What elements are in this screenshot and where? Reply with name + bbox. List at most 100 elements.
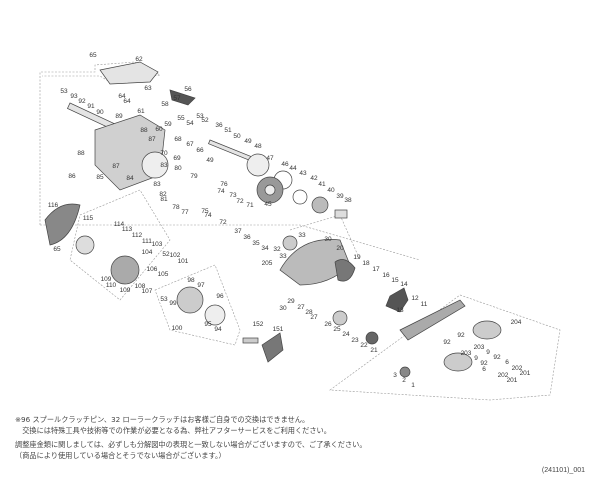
part-number-label: 51: [224, 127, 232, 134]
clutch-lever: [169, 89, 196, 106]
part-number-label: 94: [214, 326, 222, 333]
part-number-label: 83: [160, 162, 168, 169]
part-number-label: 43: [299, 170, 307, 177]
part-number-label: 38: [344, 197, 352, 204]
part-number-label: 21: [370, 347, 378, 354]
side-plate-group-outline: [69, 189, 171, 301]
note-line-4: （商品により使用している場合とそうでない場合がございます。）: [15, 451, 226, 460]
part-number-label: 203: [474, 344, 485, 351]
part-number-label: 93: [70, 93, 78, 100]
part-number-label: 24: [342, 331, 350, 338]
handle-knob-upper: [472, 320, 502, 340]
part-number-label: 81: [160, 196, 168, 203]
part-number-label: 80: [174, 165, 182, 172]
part-number-label: 107: [142, 288, 153, 295]
part-number-label: 201: [507, 377, 518, 384]
part-number-label: 23: [351, 337, 359, 344]
part-number-label: 96: [216, 293, 224, 300]
part-number-label: 9: [474, 355, 478, 362]
washer-41: [292, 189, 308, 205]
part-number-label: 82: [159, 191, 167, 198]
part-number-label: 112: [132, 232, 143, 239]
part-number-label: 108: [135, 283, 146, 290]
part-number-label: 63: [144, 85, 152, 92]
part-number-label: 40: [327, 187, 335, 194]
part-number-label: 104: [142, 249, 153, 256]
part-number-label: 203: [461, 350, 472, 357]
footnotes: ※96 スプールクラッチピン、32 ローラークラッチはお客様ご自身での交換はでき…: [15, 414, 367, 461]
part-number-label: 105: [158, 271, 169, 278]
part-number-label: 202: [512, 365, 523, 372]
part-number-label: 111: [142, 238, 152, 245]
part-number-label: 6: [482, 366, 486, 373]
side-cover-116: [44, 203, 81, 246]
part-number-label: 48: [254, 143, 262, 150]
part-number-label: 98: [187, 277, 195, 284]
note-line-3: 調整座金類に関しましては、必ずしも分解図中の表現と一致しない場合がございますので…: [15, 440, 367, 449]
part-number-label: 71: [246, 202, 254, 209]
part-number-label: 17: [372, 266, 380, 273]
part-number-label: 19: [353, 254, 361, 261]
part-number-label: 27: [297, 304, 305, 311]
part-number-label: 87: [148, 136, 156, 143]
handle-arm: [399, 299, 466, 341]
side-plate: [110, 255, 140, 285]
part-number-label: 84: [126, 175, 134, 182]
part-number-label: 53: [60, 88, 68, 95]
part-number-label: 56: [184, 86, 192, 93]
diagram-code: (241101)_001: [541, 467, 585, 474]
part-number-label: 109: [101, 276, 112, 283]
part-number-label: 32: [273, 246, 281, 253]
part-number-label: 106: [147, 266, 158, 273]
part-number-label: 41: [318, 181, 326, 188]
part-number-label: 114: [114, 221, 125, 228]
part-number-label: 14: [400, 281, 408, 288]
star-gear: [246, 153, 270, 177]
part-number-label: 92: [480, 360, 488, 367]
part-number-label: 66: [196, 147, 204, 154]
drive-group-outline: [289, 214, 361, 261]
part-151: [261, 332, 284, 363]
part-number-label: 65: [89, 52, 97, 59]
part-number-label: 72: [219, 219, 227, 226]
spool-group-outline: [154, 264, 241, 346]
part-number-labels: 6562636464539392919089565758615960555453…: [48, 52, 531, 389]
part-number-label: 50: [233, 133, 241, 140]
part-number-label: 30: [324, 236, 332, 243]
part-number-label: 49: [206, 157, 214, 164]
part-number-label: 64: [123, 98, 131, 105]
part-number-label: 34: [261, 245, 269, 252]
part-number-label: 78: [172, 204, 180, 211]
part-number-label: 33: [279, 253, 287, 260]
part-number-label: 67: [186, 141, 194, 148]
part-number-label: 101: [178, 258, 189, 265]
drag-washer: [311, 196, 329, 214]
part-number-label: 202: [498, 372, 509, 379]
part-number-label: 205: [262, 260, 273, 267]
part-number-label: 6: [505, 359, 509, 366]
part-number-label: 33: [298, 232, 306, 239]
part-number-label: 113: [122, 226, 133, 233]
gear-plate: [141, 151, 169, 179]
part-21: [365, 331, 379, 345]
part-number-label: 89: [115, 113, 123, 120]
part-number-label: 152: [253, 321, 264, 328]
part-number-label: 3: [393, 372, 397, 379]
roller-clutch: [282, 235, 298, 251]
part-number-label: 53: [160, 296, 168, 303]
part-number-label: 58: [161, 101, 169, 108]
part-number-label: 36: [215, 122, 223, 129]
note-line-2: 交換には特殊工具や技術等での作業が必要となる為、弊社アフターサービスをご利用くだ…: [15, 426, 331, 435]
part-number-label: 86: [68, 173, 76, 180]
part-number-label: 79: [190, 173, 198, 180]
part-number-label: 18: [362, 260, 370, 267]
part-number-label: 12: [411, 295, 419, 302]
part-number-label: 73: [229, 192, 237, 199]
part-number-label: 99: [169, 300, 177, 307]
part-number-label: 45: [264, 201, 272, 208]
part-number-label: 25: [333, 326, 341, 333]
part-number-label: 11: [421, 301, 428, 308]
part-number-label: 54: [186, 120, 194, 127]
part-20: [334, 259, 356, 282]
part-number-label: 27: [310, 314, 318, 321]
